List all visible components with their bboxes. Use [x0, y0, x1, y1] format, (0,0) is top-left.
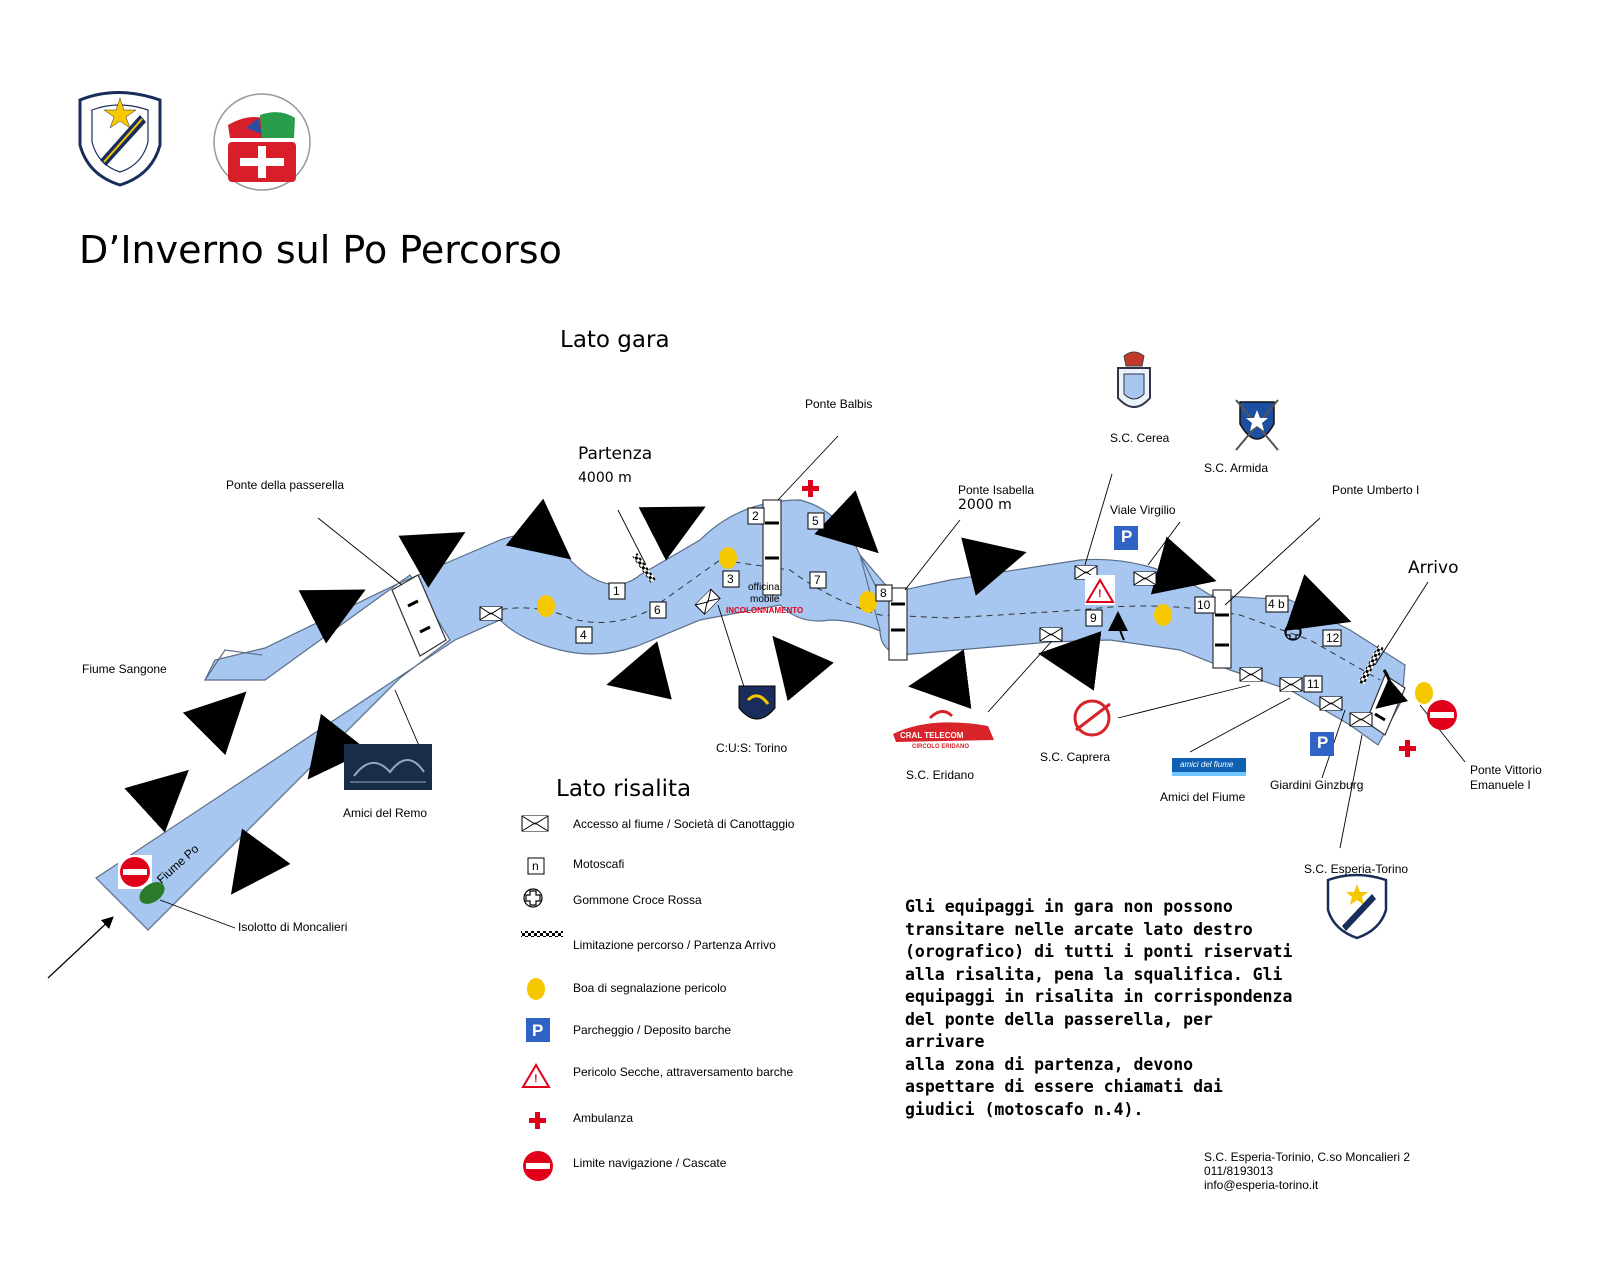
cral-telecom-logo-icon	[893, 710, 994, 742]
legend-ambulance: Ambulanza	[573, 1111, 634, 1125]
legend-parking-symbol: P	[532, 1021, 544, 1040]
bridge-balbis	[762, 499, 782, 596]
label-cus-torino: C:U:S: Torino	[716, 741, 788, 755]
esperia-logo-small-icon	[1326, 873, 1388, 940]
finish-label: Arrivo	[1408, 558, 1459, 578]
motorboat-10: 10	[1197, 598, 1211, 612]
buoys	[527, 547, 1433, 1000]
motorboat-6: 6	[654, 603, 661, 617]
label-officina: officina	[748, 582, 780, 593]
label-sc-esperia: S.C. Esperia-Torino	[1304, 862, 1409, 876]
armida-logo-icon	[1235, 399, 1279, 451]
label-ponte-isabella: Ponte Isabella	[958, 483, 1035, 497]
start-line	[632, 553, 656, 583]
parking-icons	[526, 526, 1334, 1042]
cral-logo-text: CRAL TELECOM	[900, 731, 964, 740]
label-sc-caprera: S.C. Caprera	[1040, 750, 1111, 764]
motorboat-4b: 4 b	[1268, 597, 1285, 611]
island-icon	[139, 882, 165, 904]
contact-info: S.C. Esperia-Torinio, C.so Moncalieri 2 …	[1204, 1150, 1410, 1192]
legend-motorboat-symbol: n	[532, 859, 539, 873]
motorboat-9: 9	[1090, 611, 1097, 625]
map-parking-symbol-2: P	[1317, 733, 1329, 752]
finish-curve-arrow	[1375, 669, 1409, 709]
motorboat-4: 4	[580, 628, 587, 642]
section-return-side: Lato risalita	[556, 776, 692, 802]
label-isolotto: Isolotto di Moncalieri	[238, 920, 348, 934]
label-ponte-umberto: Ponte Umberto I	[1332, 483, 1420, 497]
motorboat-2: 2	[752, 509, 759, 523]
entry-arrow	[47, 916, 114, 979]
label-fiume-sangone: Fiume Sangone	[82, 662, 167, 676]
start-label: Partenza	[578, 444, 653, 464]
rules-notice: Gli equipaggi in gara non possono transi…	[905, 897, 1293, 1119]
motorboat-boxes	[527, 507, 1342, 875]
cerea-logo-icon	[1117, 351, 1151, 408]
contact-address: S.C. Esperia-Torinio, C.so Moncalieri 2	[1204, 1150, 1411, 1164]
legend-limit: Limitazione percorso / Partenza Arrivo	[573, 938, 776, 952]
legend-motorboats: Motoscafi	[573, 857, 625, 871]
label-ponte-vittorio-2: Emanuele I	[1470, 778, 1531, 792]
label-sc-armida: S.C. Armida	[1204, 461, 1269, 475]
label-sc-cerea: S.C. Cerea	[1110, 431, 1170, 445]
label-amici-remo: Amici del Remo	[343, 806, 428, 820]
start-distance: 4000 m	[578, 470, 632, 486]
label-viale-virgilio: Viale Virgilio	[1110, 503, 1176, 517]
legend-warning: Pericolo Secche, attraversamento barche	[573, 1065, 794, 1079]
motorboat-12: 12	[1326, 631, 1340, 645]
label-incolonnamento: INCOLONNAMENTO	[726, 606, 804, 615]
legend-buoy: Boa di segnalazione pericolo	[573, 981, 727, 995]
map-warning-symbol: !	[1098, 588, 1102, 600]
cus-logo-icon	[738, 685, 776, 720]
no-entry-icons	[118, 700, 1457, 1181]
warning-icons	[521, 575, 1115, 1088]
amici-fiume-logo-icon	[1172, 758, 1246, 776]
leader-lines	[159, 435, 1466, 929]
page-title: D’Inverno sul Po Percorso	[79, 228, 562, 272]
legend-warning-symbol: !	[534, 1073, 538, 1085]
caprera-logo-icon	[1073, 699, 1111, 737]
label-ponte-passerella: Ponte della passerella	[226, 478, 345, 492]
contact-phone: 011/8193013	[1204, 1164, 1274, 1178]
section-race-side: Lato gara	[560, 327, 670, 353]
label-amici-fiume: Amici del Fiume	[1160, 790, 1246, 804]
legend-access: Accesso al fiume / Società di Canottaggi…	[573, 817, 795, 831]
flow-arrows	[124, 490, 1352, 895]
motorboat-5: 5	[812, 514, 819, 528]
legend-parking: Parcheggio / Deposito barche	[573, 1023, 732, 1037]
bridge-umberto	[1212, 589, 1232, 669]
label-ponte-vittorio-1: Ponte Vittorio	[1470, 763, 1542, 777]
cral-logo-subtext: CIRCOLO ERIDANO	[912, 744, 969, 750]
finish-line	[1358, 645, 1384, 685]
motorboat-11: 11	[1307, 677, 1320, 691]
checkered-line-icon	[521, 931, 563, 937]
motorboat-7: 7	[814, 573, 821, 587]
amici-remo-logo-icon	[344, 744, 432, 790]
label-ponte-isabella-distance: 2000 m	[958, 497, 1012, 513]
red-cross-dinghy-icon	[523, 623, 1302, 908]
contact-email: info@esperia-torino.it	[1204, 1178, 1319, 1192]
access-icons	[479, 565, 1373, 832]
legend-dinghy: Gommone Croce Rossa	[573, 893, 702, 907]
label-officina-mobile: mobile	[750, 594, 780, 605]
motorboat-3: 3	[727, 572, 734, 586]
amici-fiume-logo-text: amici del fiume	[1180, 760, 1234, 769]
motorboat-1: 1	[613, 584, 620, 598]
small-up-arrow	[1108, 611, 1129, 641]
label-ponte-balbis: Ponte Balbis	[805, 397, 873, 411]
map-parking-symbol-1: P	[1121, 527, 1133, 546]
label-giardini: Giardini Ginzburg	[1270, 778, 1364, 792]
motorboat-8: 8	[880, 586, 887, 600]
bridge-isabella	[888, 587, 908, 661]
ambulance-icons	[529, 480, 1416, 1129]
esperia-logo-icon	[78, 91, 162, 187]
legend-no-entry: Limite navigazione / Cascate	[573, 1156, 727, 1170]
label-sc-eridano: S.C. Eridano	[906, 768, 975, 782]
comitato-piemonte-logo-icon	[213, 93, 311, 191]
